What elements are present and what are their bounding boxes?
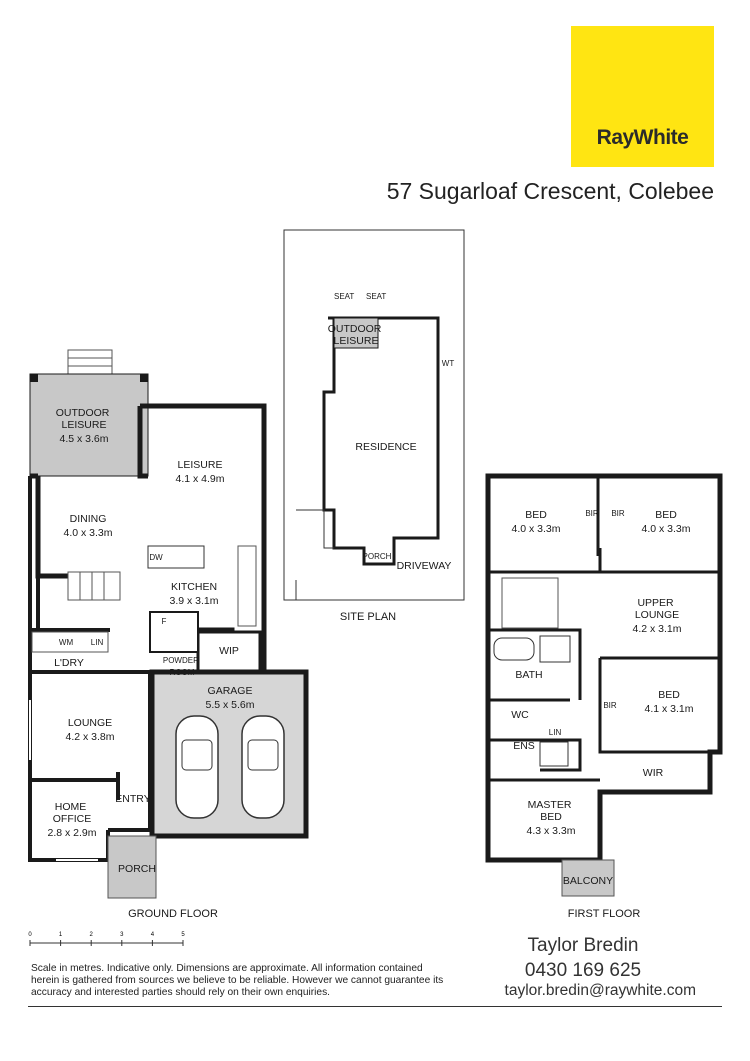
outdoor-leisure-name: OUTDOOR LEISURE	[56, 407, 113, 431]
label-line: BED	[540, 811, 562, 823]
label-line: OFFICE	[53, 813, 92, 825]
site-plan	[283, 229, 465, 601]
home-office-name: HOME OFFICE	[53, 801, 92, 825]
label-line: ROOM	[170, 668, 195, 677]
ground-floor-caption: GROUND FLOOR	[128, 908, 218, 920]
bir-label-1: BIR	[585, 509, 599, 518]
agent-phone[interactable]: 0430 169 625	[524, 960, 642, 981]
room-labels: OUTDOOR LEISURE 4.5 x 3.6m LEISURE 4.1 x…	[47, 292, 693, 920]
lounge-name: LOUNGE	[68, 717, 112, 729]
laundry-label: L'DRY	[54, 657, 84, 669]
entry-label: ENTRY	[115, 793, 150, 805]
powder-room-label: POWDER ROOM	[163, 656, 201, 677]
site-porch-label: PORCH	[363, 552, 392, 561]
scale-tick-label: 4	[151, 932, 155, 938]
site-seat-label-1: SEAT	[334, 292, 354, 301]
upper-lounge-size: 4.2 x 3.1m	[632, 623, 681, 635]
site-plan-caption: SITE PLAN	[340, 611, 396, 623]
wir-label: WIR	[643, 767, 664, 779]
label-line: LOUNGE	[635, 609, 679, 621]
outdoor-leisure-size: 4.5 x 3.6m	[59, 433, 108, 445]
label-line: LEISURE	[334, 335, 379, 347]
garage-size: 5.5 x 5.6m	[205, 699, 254, 711]
bed1-name: BED	[525, 509, 547, 521]
bath-label: BATH	[515, 669, 542, 681]
scale-tick-label: 3	[120, 932, 124, 938]
residence-label: RESIDENCE	[355, 441, 416, 453]
ff-linen-label: LIN	[549, 728, 562, 737]
washing-machine-label: WM	[59, 638, 74, 647]
garage-name: GARAGE	[208, 685, 253, 697]
bottom-rule	[28, 1006, 722, 1007]
upper-lounge-name: UPPER LOUNGE	[635, 597, 679, 621]
first-floor-plan	[485, 473, 723, 897]
wip-label: WIP	[219, 645, 239, 657]
water-tank-label: WT	[442, 359, 455, 368]
home-office-size: 2.8 x 2.9m	[47, 827, 96, 839]
agent-name: Taylor Bredin	[527, 935, 639, 956]
dishwasher-label: DW	[149, 553, 163, 562]
first-floor-caption: FIRST FLOOR	[568, 908, 641, 920]
dining-size: 4.0 x 3.3m	[63, 527, 112, 539]
fridge-label: F	[162, 617, 167, 626]
disclaimer-text: Scale in metres. Indicative only. Dimens…	[31, 963, 444, 998]
ground-floor-plan	[28, 349, 309, 899]
leisure-name: LEISURE	[178, 459, 223, 471]
property-address: 57 Sugarloaf Crescent, Colebee	[386, 178, 714, 204]
bir-label-2: BIR	[611, 509, 625, 518]
bed2-size: 4.0 x 3.3m	[641, 523, 690, 535]
wc-label: WC	[511, 709, 529, 721]
bed2-name: BED	[655, 509, 677, 521]
scale-tick-label: 2	[90, 932, 94, 938]
bed3-name: BED	[658, 689, 680, 701]
site-seat-label-2: SEAT	[366, 292, 386, 301]
bir-label-3: BIR	[603, 701, 617, 710]
bed1-size: 4.0 x 3.3m	[511, 523, 560, 535]
leisure-size: 4.1 x 4.9m	[175, 473, 224, 485]
scale-tick-label: 5	[181, 932, 185, 938]
site-outdoor-leisure-label: OUTDOOR LEISURE	[328, 323, 385, 347]
agent-email[interactable]: taylor.bredin@raywhite.com	[504, 982, 696, 999]
raywhite-logo: RayWhite	[571, 26, 714, 167]
scale-tick-label: 0	[28, 932, 32, 938]
logo-text: RayWhite	[596, 126, 689, 149]
bed3-size: 4.1 x 3.1m	[644, 703, 693, 715]
ensuite-label: ENS	[513, 740, 535, 752]
balcony-label: BALCONY	[563, 875, 613, 887]
master-bed-size: 4.3 x 3.3m	[526, 825, 575, 837]
porch-label: PORCH	[118, 863, 156, 875]
dining-name: DINING	[70, 513, 107, 525]
lounge-size: 4.2 x 3.8m	[65, 731, 114, 743]
kitchen-name: KITCHEN	[171, 581, 217, 593]
driveway-label: DRIVEWAY	[397, 560, 452, 572]
kitchen-size: 3.9 x 3.1m	[169, 595, 218, 607]
scale-tick-label: 1	[59, 932, 63, 938]
label-line: LEISURE	[62, 419, 107, 431]
master-bed-name: MASTER BED	[528, 799, 575, 823]
scale-bar: 0 1 2 3 4 5	[28, 932, 185, 946]
linen-label: LIN	[91, 638, 104, 647]
